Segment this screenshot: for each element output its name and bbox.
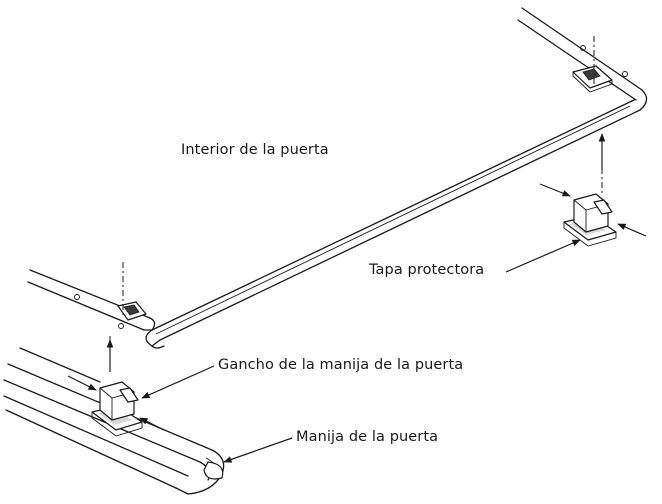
alignment-lines xyxy=(109,36,603,372)
label-handle-hook: Gancho de la manija de la puerta xyxy=(218,357,464,373)
handle-hook-clip xyxy=(67,375,165,437)
leader-lines xyxy=(141,239,581,463)
label-door-handle: Manija de la puerta xyxy=(296,429,439,445)
label-protective-cap: Tapa protectora xyxy=(369,262,485,278)
protective-cap-clip xyxy=(539,183,647,247)
label-door-interior: Interior de la puerta xyxy=(181,142,329,158)
insert-arrows xyxy=(106,133,606,372)
door-panel xyxy=(27,7,648,349)
